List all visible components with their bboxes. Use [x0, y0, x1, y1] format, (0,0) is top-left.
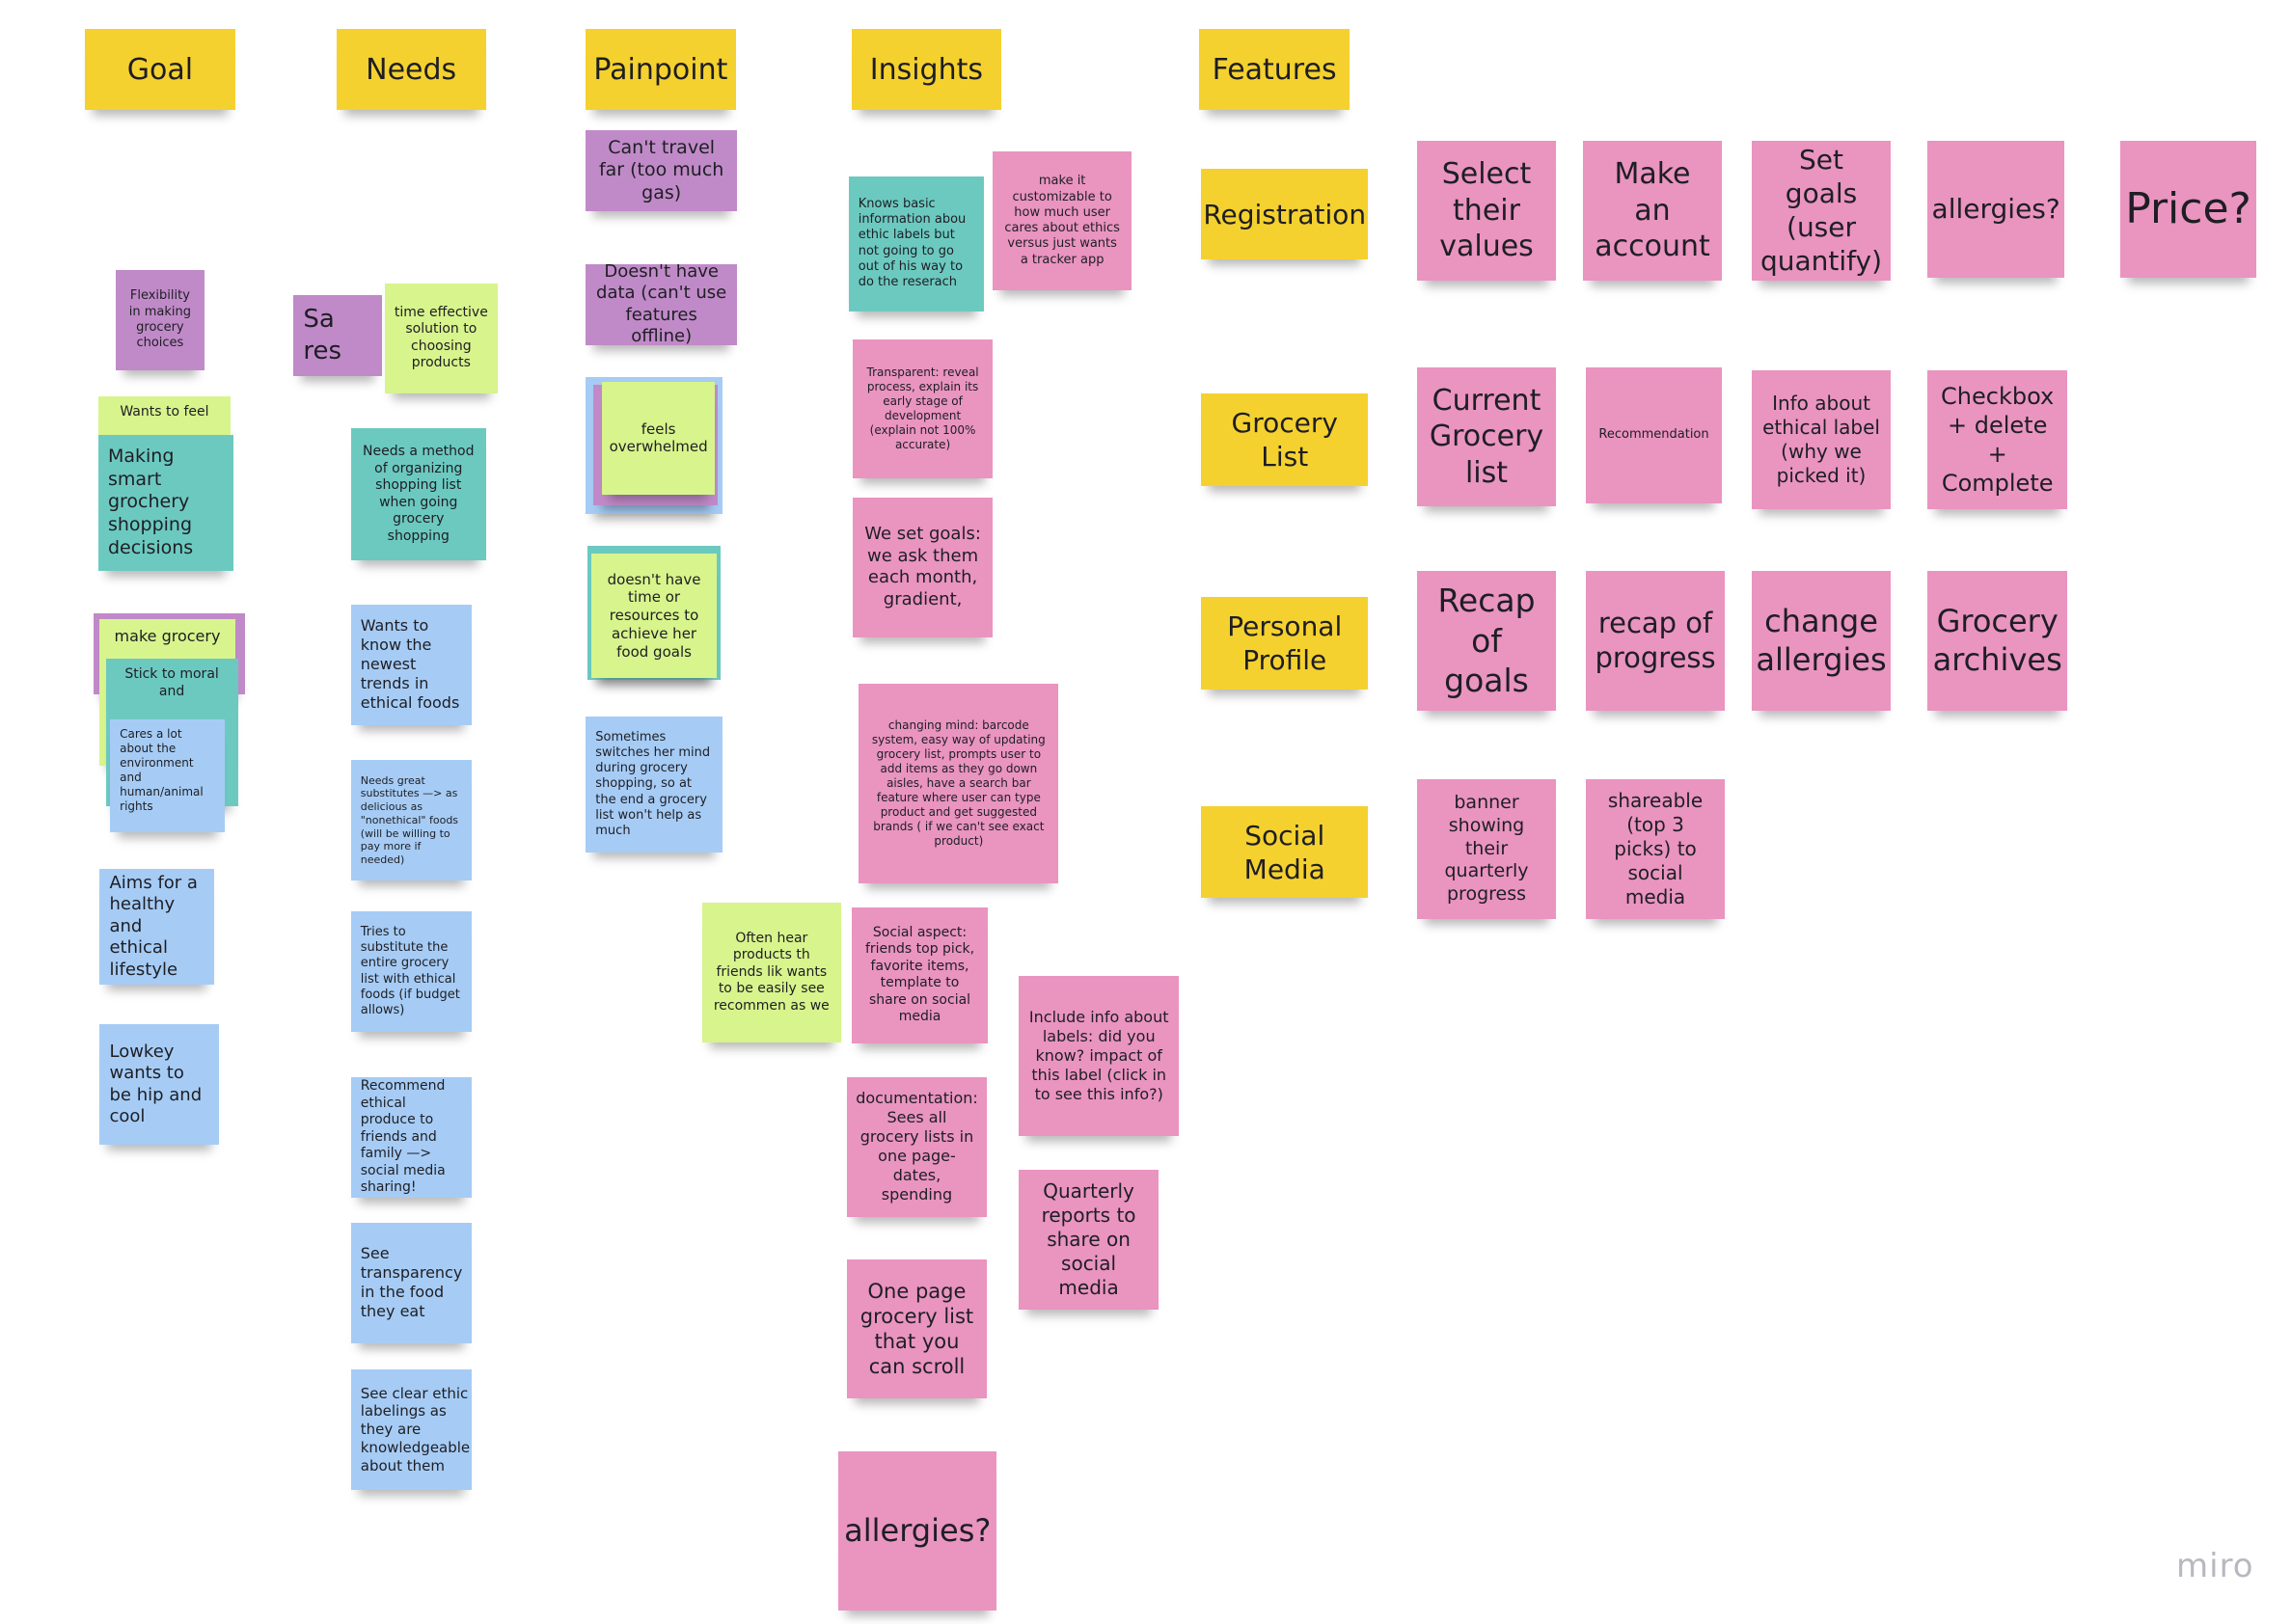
- sticky-note[interactable]: allergies?: [838, 1451, 997, 1610]
- miro-watermark: miro: [2176, 1547, 2254, 1585]
- feature-note[interactable]: Current Grocery list: [1416, 366, 1557, 507]
- sticky-note[interactable]: Cares a lot about the environment and hu…: [110, 718, 225, 832]
- feature-note[interactable]: Price?: [2119, 141, 2257, 278]
- header-insights[interactable]: Insights: [851, 29, 1001, 111]
- sticky-note[interactable]: Knows basic information abou ethic label…: [848, 176, 984, 311]
- sticky-note[interactable]: Doesn't have data (can't use features of…: [586, 263, 738, 345]
- sticky-note[interactable]: Often hear products th friends lik wants…: [701, 903, 842, 1042]
- sticky-note[interactable]: Needs a method of organizing shopping li…: [350, 428, 486, 561]
- sticky-note[interactable]: Social aspect: friends top pick, favorit…: [851, 907, 989, 1044]
- sticky-note[interactable]: make it customizable to how much user ca…: [992, 150, 1132, 291]
- sticky-note[interactable]: Quarterly reports to share on social med…: [1019, 1170, 1159, 1310]
- row-social-media[interactable]: Social Media: [1200, 805, 1369, 899]
- header-features[interactable]: Features: [1199, 29, 1350, 111]
- header-needs[interactable]: Needs: [336, 29, 486, 111]
- header-painpoint[interactable]: Painpoint: [586, 29, 736, 111]
- sticky-note[interactable]: See clear ethic labelings as they are kn…: [350, 1369, 472, 1490]
- sticky-note[interactable]: Needs great substitutes —> as delicious …: [350, 760, 472, 881]
- sticky-note[interactable]: Sa res: [293, 294, 382, 376]
- sticky-note[interactable]: One page grocery list that you can scrol…: [847, 1259, 987, 1399]
- row-grocery-list[interactable]: Grocery List: [1200, 392, 1369, 486]
- feature-note[interactable]: Select their values: [1416, 141, 1557, 281]
- feature-note[interactable]: Checkbox + delete + Complete: [1927, 369, 2067, 510]
- sticky-note[interactable]: Can't travel far (too much gas): [586, 130, 738, 212]
- sticky-note[interactable]: Wants to know the newest trends in ethic…: [350, 605, 472, 725]
- sticky-note[interactable]: See transparency in the food they eat: [350, 1222, 472, 1343]
- feature-note[interactable]: recap of progress: [1585, 571, 1726, 711]
- sticky-note[interactable]: Include info about labels: did you know?…: [1019, 976, 1180, 1137]
- sticky-note[interactable]: documentation: Sees all grocery lists in…: [847, 1077, 987, 1217]
- sticky-note[interactable]: Making smart grochery shopping decisions: [97, 434, 233, 572]
- sticky-note[interactable]: Flexibility in making grocery choices: [116, 270, 205, 370]
- sticky-note[interactable]: Tries to substitute the entire grocery l…: [350, 911, 472, 1032]
- row-registration[interactable]: Registration: [1200, 169, 1369, 260]
- sticky-note[interactable]: Lowkey wants to be hip and cool: [99, 1024, 219, 1146]
- sticky-note[interactable]: We set goals: we ask them each month, gr…: [853, 497, 993, 637]
- feature-note[interactable]: Make an account: [1582, 141, 1723, 281]
- sticky-note[interactable]: doesn't have time or resources to achiev…: [591, 553, 717, 679]
- header-goal[interactable]: Goal: [85, 29, 235, 111]
- row-personal-profile[interactable]: Personal Profile: [1200, 597, 1369, 690]
- sticky-note[interactable]: changing mind: barcode system, easy way …: [859, 684, 1059, 884]
- sticky-note[interactable]: Aims for a healthy and ethical lifestyle: [99, 869, 215, 986]
- feature-note[interactable]: Set goals (user quantify): [1751, 141, 1892, 281]
- sticky-note[interactable]: time effective solution to choosing prod…: [384, 283, 498, 393]
- sticky-note[interactable]: Transparent: reveal process, explain its…: [853, 338, 993, 479]
- feature-note[interactable]: change allergies: [1751, 571, 1892, 711]
- feature-note[interactable]: allergies?: [1927, 141, 2064, 278]
- sticky-note[interactable]: Sometimes switches her mind during groce…: [586, 716, 723, 853]
- feature-note[interactable]: Info about ethical label (why we picked …: [1751, 369, 1892, 510]
- feature-note[interactable]: shareable (top 3 picks) to social media: [1585, 779, 1726, 919]
- feature-note[interactable]: Recommendation: [1585, 366, 1723, 504]
- feature-note[interactable]: Grocery archives: [1927, 571, 2067, 711]
- feature-note[interactable]: Recap of goals: [1416, 571, 1557, 711]
- feature-note[interactable]: banner showing their quarterly progress: [1416, 779, 1557, 919]
- sticky-note[interactable]: feels overwhelmed: [602, 381, 716, 495]
- sticky-note[interactable]: Recommend ethical produce to friends and…: [350, 1077, 472, 1198]
